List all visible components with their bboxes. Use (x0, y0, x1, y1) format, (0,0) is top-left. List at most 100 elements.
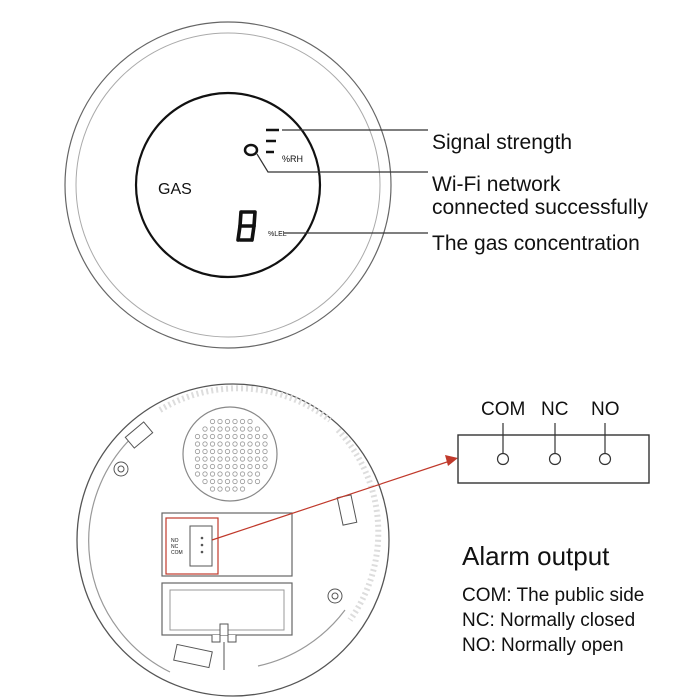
grille-hole (194, 463, 201, 470)
grille-hole (232, 448, 238, 455)
callout-lines (256, 129, 428, 234)
outer-ring-inner-edge (75, 32, 381, 338)
grille-hole (239, 456, 246, 462)
rear-view (76, 383, 650, 697)
rear-outer-ring (76, 383, 390, 697)
top-left-clip (124, 421, 154, 449)
grille-hole (217, 463, 223, 470)
display-screen (134, 91, 322, 279)
terminal-label-com: COM (481, 399, 526, 420)
terminal-label-nc: NC (541, 399, 569, 420)
grille-hole (224, 486, 231, 492)
terminal-block (189, 525, 213, 567)
rear-inner-arc-bottom (257, 609, 346, 667)
grille-hole (202, 433, 208, 440)
wifi-connected-icon (243, 143, 259, 157)
grille-hole (254, 463, 261, 470)
grille-hole (224, 433, 231, 440)
grille-hole (224, 478, 231, 485)
pointer-arrow (211, 460, 451, 541)
grille-hole (247, 456, 253, 462)
grille-hole (202, 441, 208, 447)
grille-hole (209, 456, 216, 462)
grille-hole (232, 433, 238, 440)
grille-hole (209, 433, 216, 440)
alarm-output-title: Alarm output (462, 541, 610, 571)
grille-hole (247, 463, 253, 470)
pointer-arrowhead (445, 455, 458, 466)
grille-hole (239, 433, 246, 440)
grille-hole (254, 471, 261, 477)
grille-hole (232, 426, 238, 432)
grille-hole (232, 478, 238, 485)
grille-hole (217, 471, 223, 477)
grille-hole (224, 448, 231, 455)
grille-hole (217, 478, 223, 485)
grille-hole (224, 418, 231, 425)
grille-hole (232, 486, 238, 492)
grille-hole (239, 463, 246, 470)
rear-inner-arc-top (158, 385, 332, 423)
grille-hole (239, 441, 246, 447)
front-view (64, 21, 428, 349)
wifi-callout-line1: Wi-Fi network (432, 173, 561, 196)
grille-hole (254, 433, 261, 440)
gas-label: GAS (158, 181, 192, 198)
alarm-line-nc: NC: Normally closed (462, 610, 636, 631)
grille-hole (262, 433, 268, 440)
buzzer-holes (194, 418, 268, 492)
grille-hole (247, 448, 253, 455)
bottom-left-clip (173, 643, 213, 669)
grille-hole (202, 426, 208, 432)
screw-hole-right (327, 588, 343, 604)
gas-concentration-callout: The gas concentration (432, 232, 640, 255)
signal-strength-callout: Signal strength (432, 131, 573, 154)
alarm-line-com: COM: The public side (462, 585, 645, 606)
grille-hole (224, 441, 231, 447)
grille-hole (239, 471, 246, 477)
grille-hole (194, 456, 201, 462)
grille-hole (202, 448, 208, 455)
grille-hole (247, 418, 253, 425)
grille-hole (247, 426, 253, 432)
grille-hole (217, 448, 223, 455)
grille-hole (202, 463, 208, 470)
grille-hole (232, 471, 238, 477)
grille-hole (262, 456, 268, 462)
lel-unit-label: %LEL (268, 231, 287, 238)
grille-hole (209, 426, 216, 432)
grille-hole (209, 486, 216, 492)
grille-hole (194, 441, 201, 447)
grille-hole (239, 426, 246, 432)
terminal-diagram-wires (496, 423, 612, 466)
grille-hole (209, 478, 216, 485)
terminal-pins (200, 536, 204, 554)
grille-hole (202, 471, 208, 477)
grille-hole (224, 463, 231, 470)
grille-hole (224, 456, 231, 462)
grille-hole (247, 441, 253, 447)
grille-hole (247, 478, 253, 485)
grille-hole (202, 478, 208, 485)
grille-hole (217, 456, 223, 462)
board-label-no: NO (171, 538, 179, 544)
seven-segment-digit (236, 210, 257, 242)
grille-hole (217, 433, 223, 440)
grille-hole (202, 456, 208, 462)
grille-hole (224, 471, 231, 477)
grille-hole (217, 441, 223, 447)
grille-hole (232, 441, 238, 447)
grille-hole (254, 448, 261, 455)
grille-hole (194, 448, 201, 455)
wifi-callout-line2: connected successfully (432, 196, 648, 219)
signal-strength-icon (266, 128, 279, 154)
screw-hole-left (113, 461, 129, 477)
battery-latch (211, 623, 237, 643)
terminal-label-no: NO (591, 399, 620, 420)
grille-hole (217, 426, 223, 432)
grille-hole (262, 448, 268, 455)
rear-inner-arc-left (88, 429, 171, 673)
grille-hole (239, 418, 246, 425)
grille-hole (209, 448, 216, 455)
